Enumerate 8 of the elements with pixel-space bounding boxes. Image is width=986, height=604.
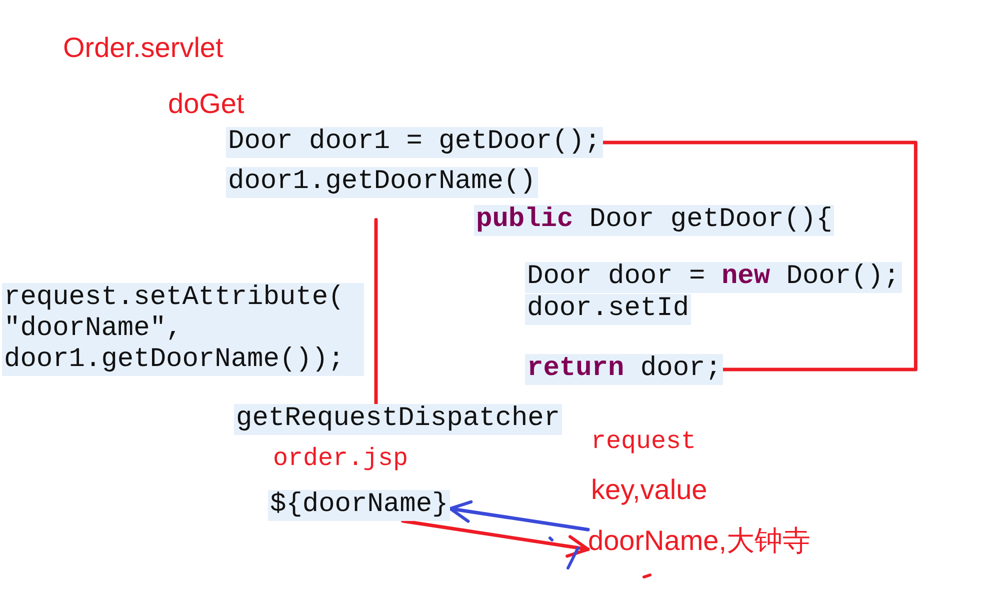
annotation-text: doGet [168,88,244,120]
annotation-text: order.jsp [273,444,408,473]
arrow [401,519,590,558]
annotation-text: Order.servlet [63,32,224,64]
annotation-text: key,value [591,474,708,506]
annotation-text: doorName,大钟寺 [588,522,811,560]
annotation-text: request [591,427,696,456]
arrow [448,500,590,532]
